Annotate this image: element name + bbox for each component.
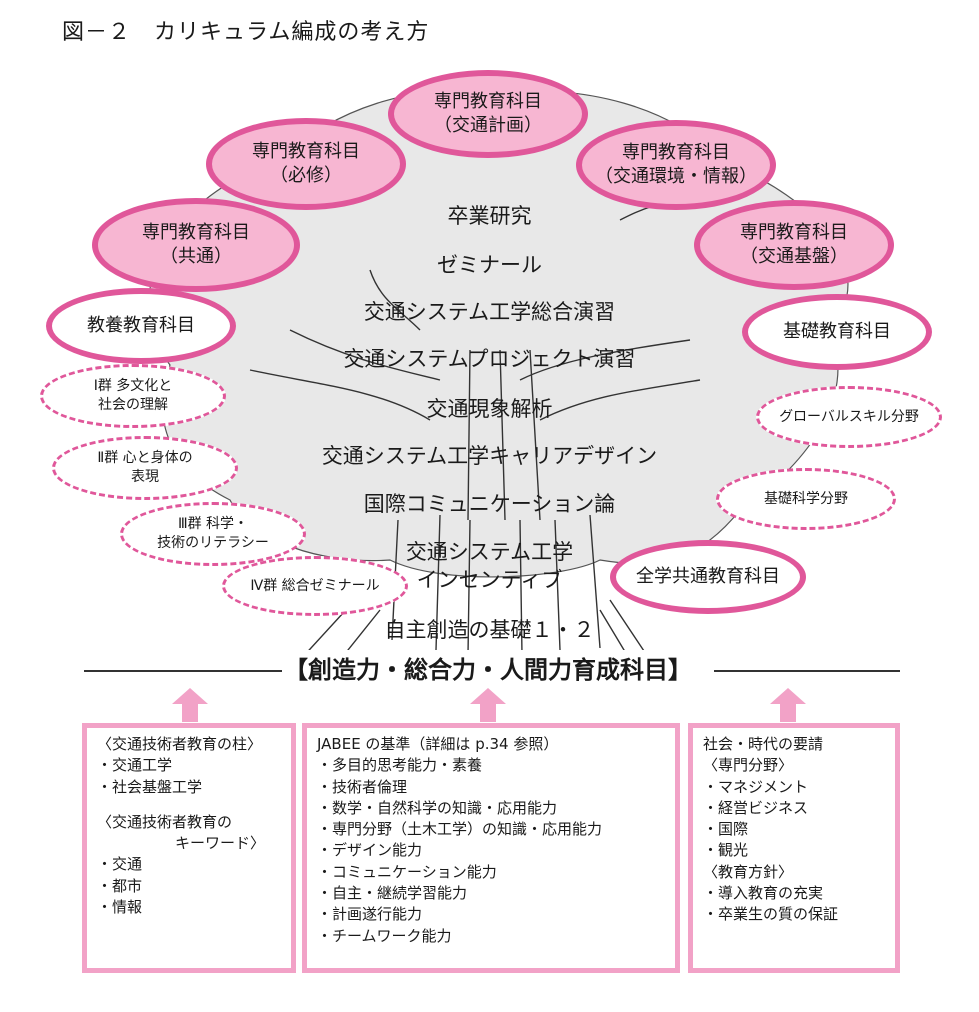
oval-senmon-hisshu-line2: （必修） bbox=[270, 165, 342, 186]
list-item: ・専門分野（土木工学）の知識・応用能力 bbox=[317, 820, 603, 839]
oval-group1-line2: 社会の理解 bbox=[98, 397, 168, 413]
box-pillars: 〈交通技術者教育の柱〉 ・交通工学 ・社会基盤工学 〈交通技術者教育の キーワー… bbox=[82, 723, 296, 973]
box-society: 社会・時代の要請 〈専門分野〉 ・マネジメント ・経営ビジネス ・国際 ・観光 … bbox=[688, 723, 900, 973]
oval-group2: Ⅱ群 心と身体の 表現 bbox=[52, 436, 238, 500]
oval-senmon-kankyo: 専門教育科目 （交通環境・情報） bbox=[576, 120, 776, 210]
oval-senmon-kyotsu-line2: （共通） bbox=[160, 246, 232, 267]
arrow-up-icon bbox=[172, 688, 208, 722]
oval-group3-line1: Ⅲ群 科学・ bbox=[177, 516, 249, 533]
oval-senmon-kiban-line2: （交通基盤） bbox=[740, 246, 848, 267]
list-item: ・技術者倫理 bbox=[317, 777, 408, 796]
tree-line-kokusai: 国際コミュニケーション論 bbox=[363, 492, 616, 516]
divider-right bbox=[714, 670, 900, 672]
oval-senmon-hisshu-line1: 専門教育科目 bbox=[252, 140, 360, 162]
oval-group3-line2: 技術のリテラシー bbox=[157, 535, 269, 551]
arrow-up-icon bbox=[470, 688, 506, 722]
tree-line-project: 交通システムプロジェクト演習 bbox=[343, 347, 636, 371]
list-item: ・導入教育の充実 bbox=[703, 884, 824, 903]
list-item: ・国際 bbox=[703, 820, 749, 839]
list-item: ・コミュニケーション能力 bbox=[317, 862, 497, 881]
oval-senmon-kyotsu-line1: 専門教育科目 bbox=[142, 221, 250, 243]
tree-line-sotsugyo: 卒業研究 bbox=[447, 204, 532, 228]
oval-kyoyo: 教養教育科目 bbox=[46, 288, 236, 364]
arrow-up-icon bbox=[770, 688, 806, 722]
box-society-sub2: 〈教育方針〉 bbox=[703, 862, 794, 881]
oval-senmon-kiban-line1: 専門教育科目 bbox=[740, 221, 848, 243]
tree-line-jishu: 自主創造の基礎１・２ bbox=[384, 618, 595, 642]
oval-senmon-keikaku-line1: 専門教育科目 bbox=[434, 90, 542, 112]
oval-kiso: 基礎教育科目 bbox=[742, 294, 932, 370]
oval-senmon-keikaku-line2: （交通計画） bbox=[434, 115, 542, 136]
box-society-heading: 社会・時代の要請 bbox=[703, 735, 824, 753]
tree-line-sogo-enshu: 交通システム工学総合演習 bbox=[363, 300, 616, 324]
tree-line-seminar: ゼミナール bbox=[437, 253, 542, 277]
oval-senmon-kiban: 専門教育科目 （交通基盤） bbox=[694, 200, 894, 290]
tree-line-gensho: 交通現象解析 bbox=[426, 397, 553, 421]
divider-left bbox=[84, 670, 284, 672]
list-item: ・経営ビジネス bbox=[703, 798, 809, 817]
list-item: ・卒業生の質の保証 bbox=[703, 905, 839, 924]
oval-group1-line1: Ⅰ群 多文化と bbox=[93, 378, 173, 395]
list-item: ・チームワーク能力 bbox=[317, 926, 452, 945]
oval-senmon-hisshu: 専門教育科目 （必修） bbox=[206, 118, 406, 210]
oval-zengaku: 全学共通教育科目 bbox=[610, 540, 806, 614]
box-jabee: JABEE の基準（詳細は p.34 参照） ・多目的思考能力・素養 ・技術者倫… bbox=[302, 723, 680, 973]
list-item: ・都市 bbox=[97, 876, 143, 895]
figure-title: 図－２ カリキュラム編成の考え方 bbox=[62, 20, 430, 45]
list-item: ・社会基盤工学 bbox=[97, 777, 203, 796]
oval-kiso-kagaku: 基礎科学分野 bbox=[716, 468, 896, 530]
oval-group2-line2: 表現 bbox=[131, 469, 159, 485]
list-item: ・観光 bbox=[703, 841, 749, 860]
list-item: ・計画遂行能力 bbox=[317, 905, 423, 924]
list-item: ・デザイン能力 bbox=[317, 841, 423, 860]
box-pillars-heading: 〈交通技術者教育の柱〉 bbox=[97, 735, 263, 753]
oval-senmon-kankyo-line1: 専門教育科目 bbox=[622, 141, 730, 163]
box-keywords-heading: 〈交通技術者教育の bbox=[97, 812, 233, 831]
oval-senmon-kyotsu: 専門教育科目 （共通） bbox=[92, 198, 300, 292]
list-item: ・自主・継続学習能力 bbox=[317, 884, 468, 903]
list-item: ・数学・自然科学の知識・応用能力 bbox=[317, 798, 558, 817]
tree-line-incentive: インセンティブ bbox=[416, 568, 563, 592]
oval-group4: Ⅳ群 総合ゼミナール bbox=[222, 556, 408, 616]
oval-group2-line1: Ⅱ群 心と身体の bbox=[97, 450, 193, 467]
tree-line-career: 交通システム工学キャリアデザイン bbox=[321, 444, 658, 468]
list-item: ・交通工学 bbox=[97, 756, 173, 775]
oval-senmon-keikaku: 専門教育科目 （交通計画） bbox=[388, 70, 588, 158]
list-item: ・多目的思考能力・素養 bbox=[317, 756, 483, 775]
banner-title: 【創造力・総合力・人間力育成科目】 bbox=[282, 650, 694, 685]
box-society-sub1: 〈専門分野〉 bbox=[703, 756, 794, 775]
box-jabee-heading: JABEE の基準（詳細は p.34 参照） bbox=[317, 735, 559, 753]
oval-global: グローバルスキル分野 bbox=[756, 386, 942, 448]
list-item: ・マネジメント bbox=[703, 777, 809, 796]
list-item: ・交通 bbox=[97, 855, 143, 874]
tree-line-kogaku: 交通システム工学 bbox=[405, 540, 574, 564]
list-item: ・情報 bbox=[97, 898, 143, 917]
oval-group1: Ⅰ群 多文化と 社会の理解 bbox=[40, 364, 226, 428]
box-keywords-heading-cont: キーワード〉 bbox=[175, 834, 266, 853]
oval-senmon-kankyo-line2: （交通環境・情報） bbox=[595, 166, 757, 187]
oval-group3: Ⅲ群 科学・ 技術のリテラシー bbox=[120, 502, 306, 566]
